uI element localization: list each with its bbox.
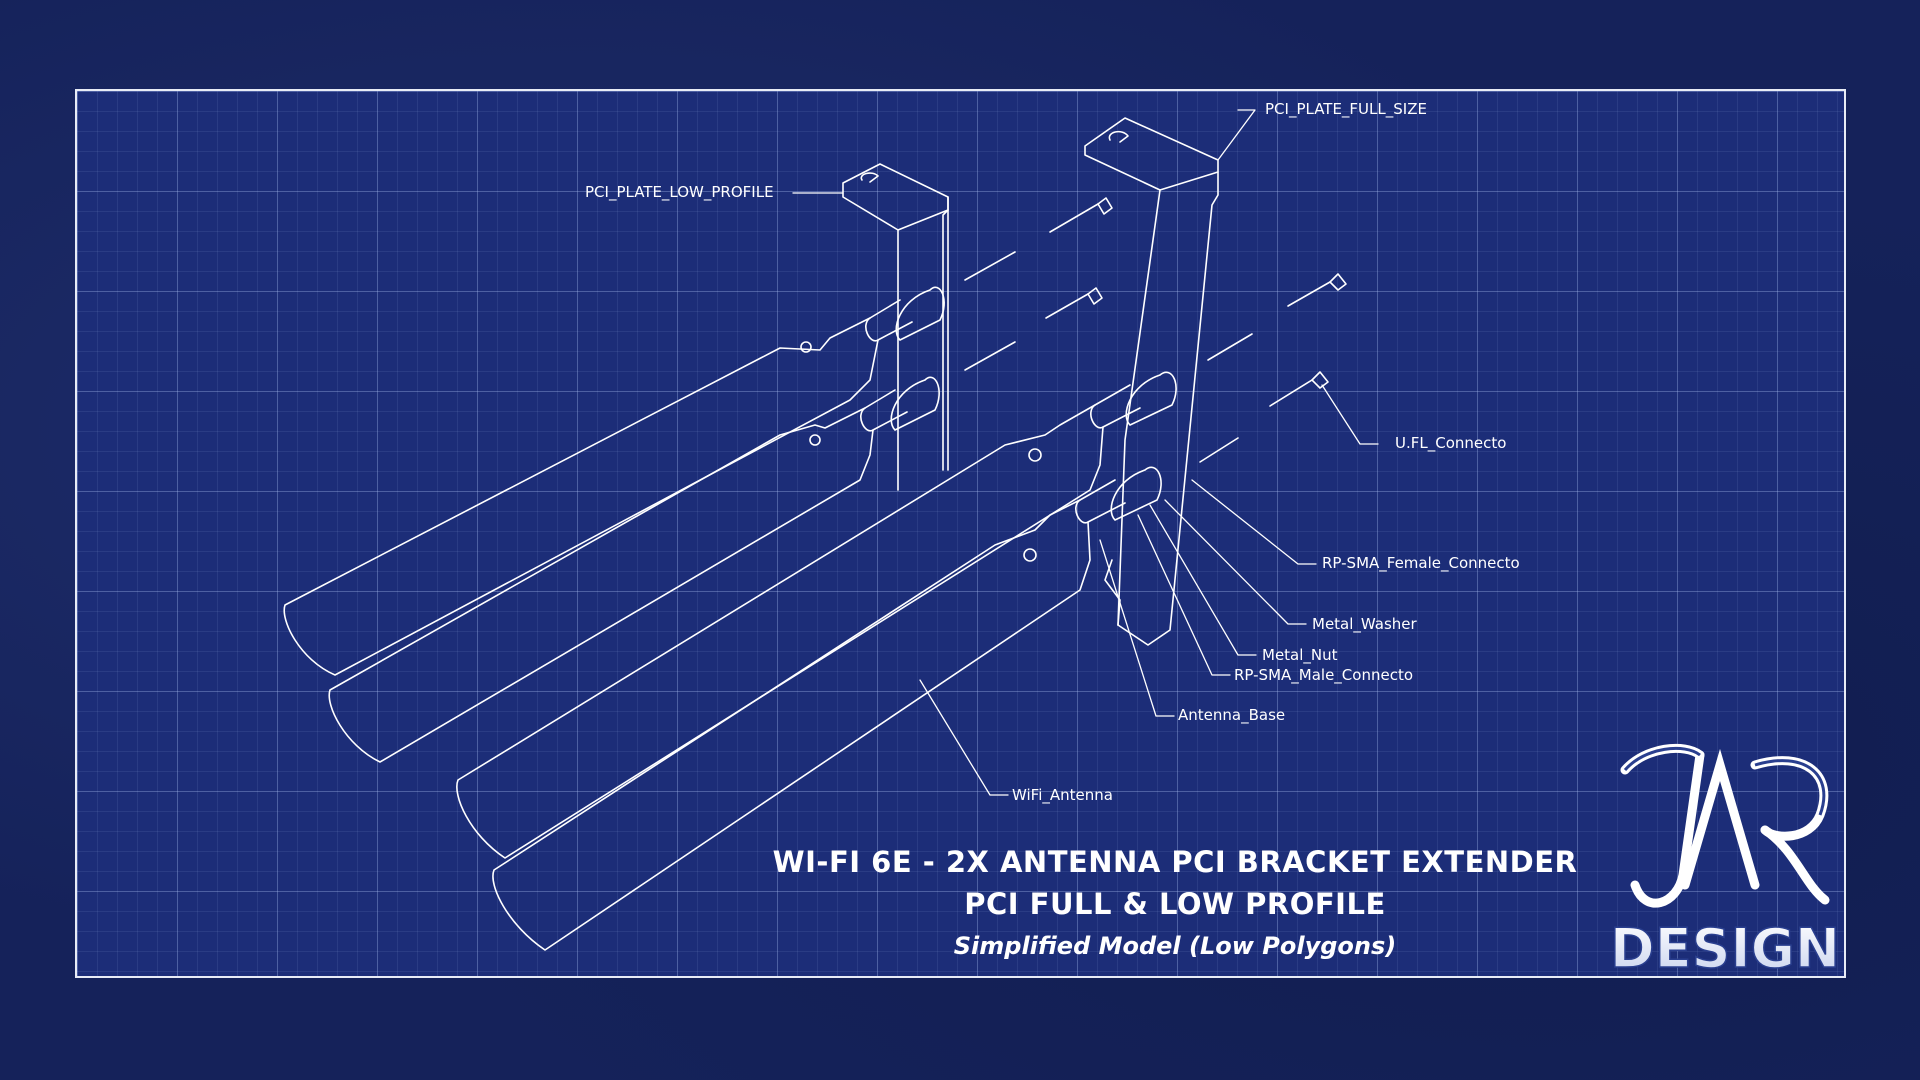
- leader-lines: [792, 109, 1379, 796]
- blueprint-frame: [75, 89, 1846, 978]
- antenna-3: [456, 371, 1177, 859]
- subtitle: Simplified Model (Low Polygons): [953, 932, 1397, 960]
- pci-plate-low-profile: [842, 163, 949, 491]
- title-line-2: PCI FULL & LOW PROFILE: [964, 887, 1386, 921]
- label-wifi-antenna: WiFi_Antenna: [1012, 786, 1113, 804]
- label-metal-nut: Metal_Nut: [1262, 646, 1338, 664]
- antenna-2: [328, 376, 940, 763]
- label-pci-plate-full-size: PCI_PLATE_FULL_SIZE: [1265, 100, 1427, 118]
- ufl-connector-group: [1045, 197, 1347, 407]
- label-rp-sma-female-connector: RP-SMA_Female_Connecto: [1322, 554, 1520, 572]
- antenna-1: [283, 286, 945, 676]
- title-line-1: WI-FI 6E - 2X ANTENNA PCI BRACKET EXTEND…: [772, 845, 1578, 879]
- pci-plate-full-size: [1084, 117, 1219, 646]
- label-rp-sma-male-connector: RP-SMA_Male_Connecto: [1234, 666, 1414, 684]
- label-ufl-connector: U.FL_Connecto: [1395, 434, 1507, 452]
- jar-design-logo: DESIGN: [1609, 743, 1841, 975]
- cable-lines: [964, 251, 1253, 463]
- logo-text: DESIGN: [1610, 917, 1840, 975]
- label-antenna-base: Antenna_Base: [1178, 706, 1286, 724]
- label-metal-washer: Metal_Washer: [1312, 615, 1417, 633]
- antenna-4: [492, 466, 1162, 951]
- label-pci-plate-low-profile: PCI_PLATE_LOW_PROFILE: [585, 183, 774, 201]
